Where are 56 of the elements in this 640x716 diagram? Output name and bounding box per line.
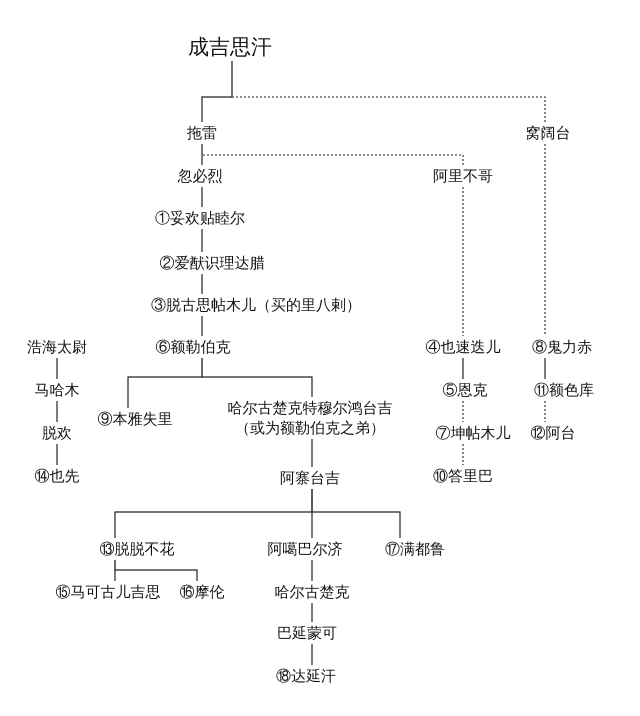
person-name: 成吉思汗 (188, 34, 272, 60)
person-name: ⑥额勒伯克 (156, 337, 230, 357)
connector-line (201, 358, 313, 397)
connector-line (201, 144, 203, 165)
person-name: ⑪额色库 (534, 380, 594, 400)
connector-line (311, 644, 313, 665)
person-name: ⑱达延汗 (276, 666, 336, 686)
person-name: 浩海太尉 (27, 337, 87, 357)
connector-line (544, 358, 546, 379)
person-name: 拖雷 (187, 123, 217, 143)
connector-line (201, 61, 233, 122)
person-name: 哈尔古楚克特穆尔鸿台吉（或为额勒伯克之弟） (225, 398, 395, 438)
person-name: ⑫阿台 (530, 423, 576, 443)
connector-line (201, 316, 203, 336)
person-name: ①妥欢贴睦尔 (155, 208, 245, 228)
connector-line (544, 401, 546, 422)
connector-line (544, 144, 546, 336)
person-name: ④也速迭儿 (426, 337, 500, 357)
connector-line (311, 439, 313, 467)
person-name: ⑮马可古儿吉思 (56, 582, 160, 602)
person-name: ③脱古思帖木儿（买的里八剌） (151, 295, 361, 315)
connector-line (201, 229, 203, 252)
connector-line (231, 61, 546, 122)
connector-line (56, 401, 58, 422)
connector-line (462, 401, 464, 422)
person-name: 阿寨台吉 (280, 468, 340, 488)
connector-line (56, 444, 58, 465)
person-name: 阿里不哥 (433, 166, 493, 186)
connector-line (462, 187, 464, 336)
person-name: ⑩答里巴 (433, 466, 493, 486)
connector-line (311, 603, 313, 622)
person-name: ⑧鬼力赤 (532, 337, 592, 357)
person-name: 巴延蒙可 (277, 623, 337, 643)
person-name: 阿噶巴尔济 (268, 539, 342, 559)
person-name: ⑤恩克 (442, 380, 488, 400)
person-name: ⑭也先 (34, 466, 80, 486)
connector-line (201, 187, 203, 207)
person-name: ⑬脱脱不花 (100, 539, 174, 559)
connector-line (462, 444, 464, 465)
person-name: 忽必烈 (178, 166, 222, 186)
person-name: 哈尔古楚克 (274, 582, 350, 602)
person-name: ②爱猷识理达腊 (160, 253, 264, 273)
connector-line (311, 489, 401, 538)
connector-line (201, 274, 203, 294)
person-name: ⑦坤帖木儿 (436, 423, 510, 443)
connector-line (311, 560, 313, 581)
person-name: ⑨本雅失里 (98, 409, 172, 429)
connector-line (201, 144, 464, 165)
person-name: ⑯摩伦 (180, 582, 224, 602)
person-name: 马哈木 (34, 380, 80, 400)
connector-line (114, 560, 198, 581)
connector-line (462, 358, 464, 379)
connector-line (56, 358, 58, 379)
person-name: 窝阔台 (526, 123, 570, 143)
person-name: 脱欢 (42, 423, 72, 443)
person-name: ⑰满都鲁 (385, 539, 445, 559)
